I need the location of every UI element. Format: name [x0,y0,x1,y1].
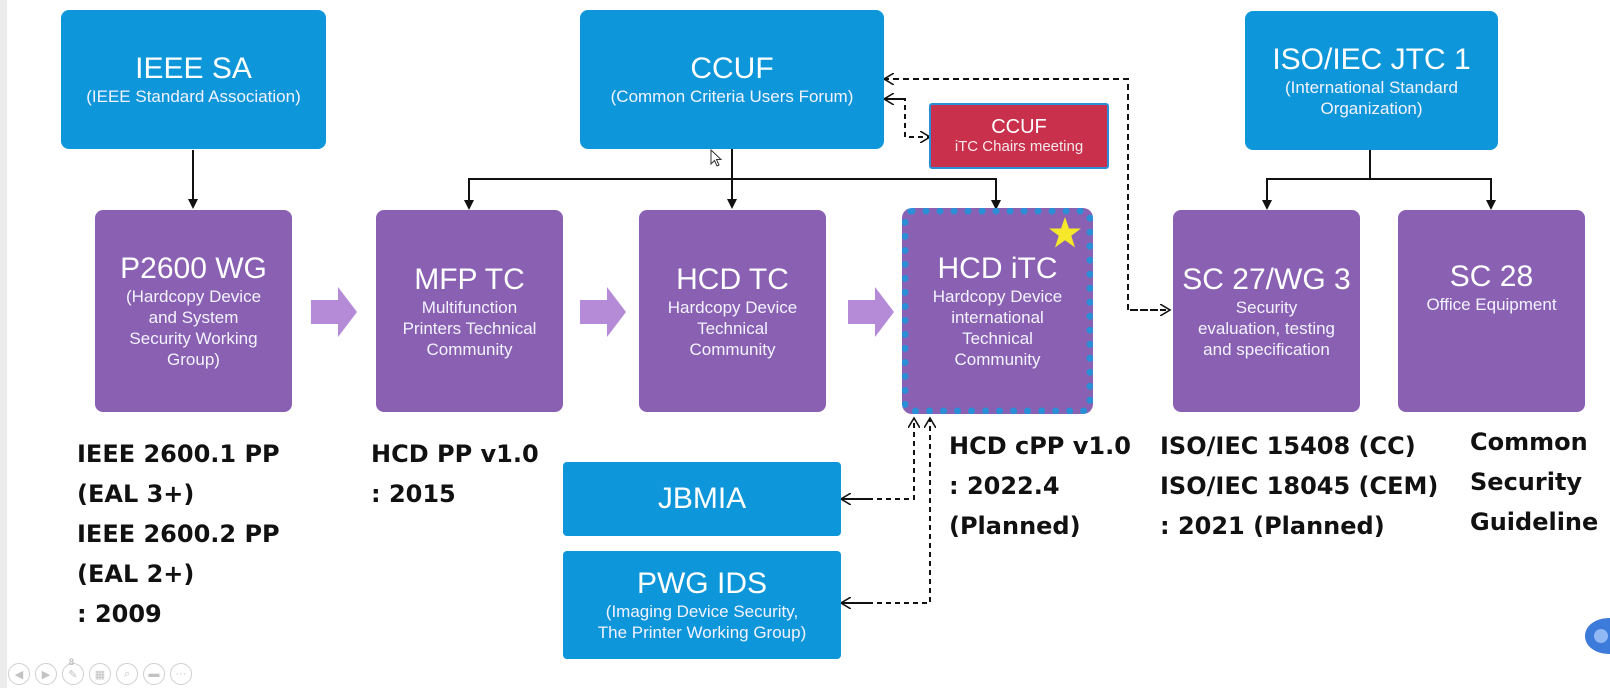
node-mfp-tc-line: Printers Technical [402,318,537,338]
node-pwg-ids-subtitle-1: (Imaging Device Security, [605,602,799,621]
note-ieee-line: IEEE 2600.2 PP [77,520,280,548]
node-sc27: SC 27/WG 3 Security evaluation, testing … [1173,210,1360,412]
note-ieee-line: : 2009 [77,600,162,628]
node-sc27-line: Security [1235,297,1298,317]
note-iso: ISO/IEC 15408 (CC) ISO/IEC 18045 (CEM) :… [1160,426,1438,546]
note-ieee: IEEE 2600.1 PP (EAL 3+) IEEE 2600.2 PP (… [77,434,280,634]
note-ieee-line: (EAL 2+) [77,560,195,588]
node-hcd-tc-line: Hardcopy Device [667,297,798,317]
node-hcd-itc: HCD iTC Hardcopy Device international Te… [902,208,1093,414]
node-hcd-itc-line: Hardcopy Device [932,287,1063,306]
next-icon[interactable]: ▶ [35,663,57,685]
left-edge-strip [0,0,7,688]
node-mfp-tc-line: Community [426,339,513,359]
node-ccuf: CCUF (Common Criteria Users Forum) [580,10,884,149]
node-p2600: P2600 WG (Hardcopy Device and System Sec… [95,210,292,412]
note-iso-line: ISO/IEC 18045 (CEM) [1160,472,1439,500]
previous-icon[interactable]: ◀ [8,663,30,685]
node-p2600-line: and System [148,308,239,327]
star-icon [1049,217,1081,248]
node-iso-jtc1-subtitle-1: (International Standard [1285,77,1458,97]
node-hcd-tc-line: Community [689,339,776,359]
node-ccuf-meeting: CCUF iTC Chairs meeting [929,103,1109,169]
dashed-pwg-hcditc [841,418,930,604]
node-hcd-tc-line: Technical [697,318,768,338]
node-ieee-sa-subtitle: (IEEE Standard Association) [86,87,301,106]
note-ieee-line: (EAL 3+) [77,480,195,508]
node-hcd-itc-line: Technical [962,329,1033,348]
node-mfp-tc: MFP TC Multifunction Printers Technical … [376,210,563,412]
note-hcd-pp: HCD PP v1.0 : 2015 [371,434,539,514]
node-mfp-tc-title: MFP TC [414,262,525,296]
node-ccuf-subtitle: (Common Criteria Users Forum) [610,87,854,106]
node-pwg-ids: PWG IDS (Imaging Device Security, The Pr… [563,551,841,659]
node-ccuf-meeting-subtitle: iTC Chairs meeting [954,138,1084,155]
node-sc28: SC 28 Office Equipment [1398,210,1585,412]
node-p2600-line: Security Working [129,329,258,348]
node-hcd-itc-line: Community [954,350,1041,369]
slide-toolbar: ◀ ▶ ✎ ▦ ⌕ ▬ ··· [8,663,192,685]
node-hcd-itc-title: HCD iTC [937,252,1058,285]
node-iso-jtc1: ISO/IEC JTC 1 (International Standard Or… [1245,11,1498,150]
more-icon[interactable]: ··· [170,663,192,685]
arrow-hcdtc-hcditc [848,287,894,337]
note-common-line: Common [1470,428,1588,456]
note-iso-line: ISO/IEC 15408 (CC) [1160,432,1416,460]
node-iso-jtc1-title: ISO/IEC JTC 1 [1272,42,1471,76]
note-common: Common Security Guideline [1470,422,1598,542]
arrow-mfp-hcdtc [580,287,626,337]
node-mfp-tc-line: Multifunction [421,297,518,317]
note-hcd-pp-line: : 2015 [371,480,456,508]
arrow-p2600-mfp [311,287,357,337]
pen-icon[interactable]: ✎ [62,663,84,685]
note-hcd-cpp-line: : 2022.4 [949,472,1060,500]
node-ccuf-title: CCUF [690,52,774,85]
node-p2600-title: P2600 WG [120,252,267,285]
node-sc27-line: evaluation, testing [1197,318,1336,338]
screen-icon[interactable]: ▬ [143,663,165,685]
node-iso-jtc1-subtitle-2: Organization) [1320,98,1423,118]
node-sc27-line: and specification [1203,339,1330,359]
note-hcd-pp-line: HCD PP v1.0 [371,440,539,468]
zoom-icon[interactable]: ⌕ [116,663,138,685]
note-common-line: Security [1470,468,1583,496]
dashed-jbmia-hcditc [841,418,914,500]
note-hcd-cpp-line: (Planned) [949,512,1081,540]
note-iso-line: : 2021 (Planned) [1160,512,1385,540]
node-jbmia-title: JBMIA [657,482,747,515]
node-hcd-tc-title: HCD TC [676,262,789,296]
node-p2600-line: Group) [167,350,220,369]
note-common-line: Guideline [1470,508,1599,536]
slides-icon[interactable]: ▦ [89,663,111,685]
node-pwg-ids-title: PWG IDS [636,567,767,600]
line-iso-to-sc27 [1266,150,1371,208]
note-hcd-cpp: HCD cPP v1.0 : 2022.4 (Planned) [949,426,1131,546]
node-p2600-line: (Hardcopy Device [125,287,262,306]
node-jbmia: JBMIA [563,462,841,536]
node-sc28-title: SC 28 [1449,260,1534,293]
slide-number: 8 [69,657,75,667]
node-hcd-itc-line: international [951,308,1044,327]
node-ieee-sa-title: IEEE SA [135,52,252,85]
node-sc28-line: Office Equipment [1426,295,1557,314]
note-hcd-cpp-line: HCD cPP v1.0 [949,432,1131,460]
node-ccuf-meeting-title: CCUF [991,116,1047,138]
app-corner-icon [1585,618,1610,654]
node-ieee-sa: IEEE SA (IEEE Standard Association) [61,10,326,149]
line-iso-to-sc28 [1370,178,1492,208]
node-pwg-ids-subtitle-2: The Printer Working Group) [597,623,807,642]
note-ieee-line: IEEE 2600.1 PP [77,440,280,468]
node-hcd-tc: HCD TC Hardcopy Device Technical Communi… [639,210,826,412]
dashed-ccuf-meeting [884,98,930,137]
node-sc27-title: SC 27/WG 3 [1182,262,1351,296]
mouse-cursor-icon [710,149,723,167]
